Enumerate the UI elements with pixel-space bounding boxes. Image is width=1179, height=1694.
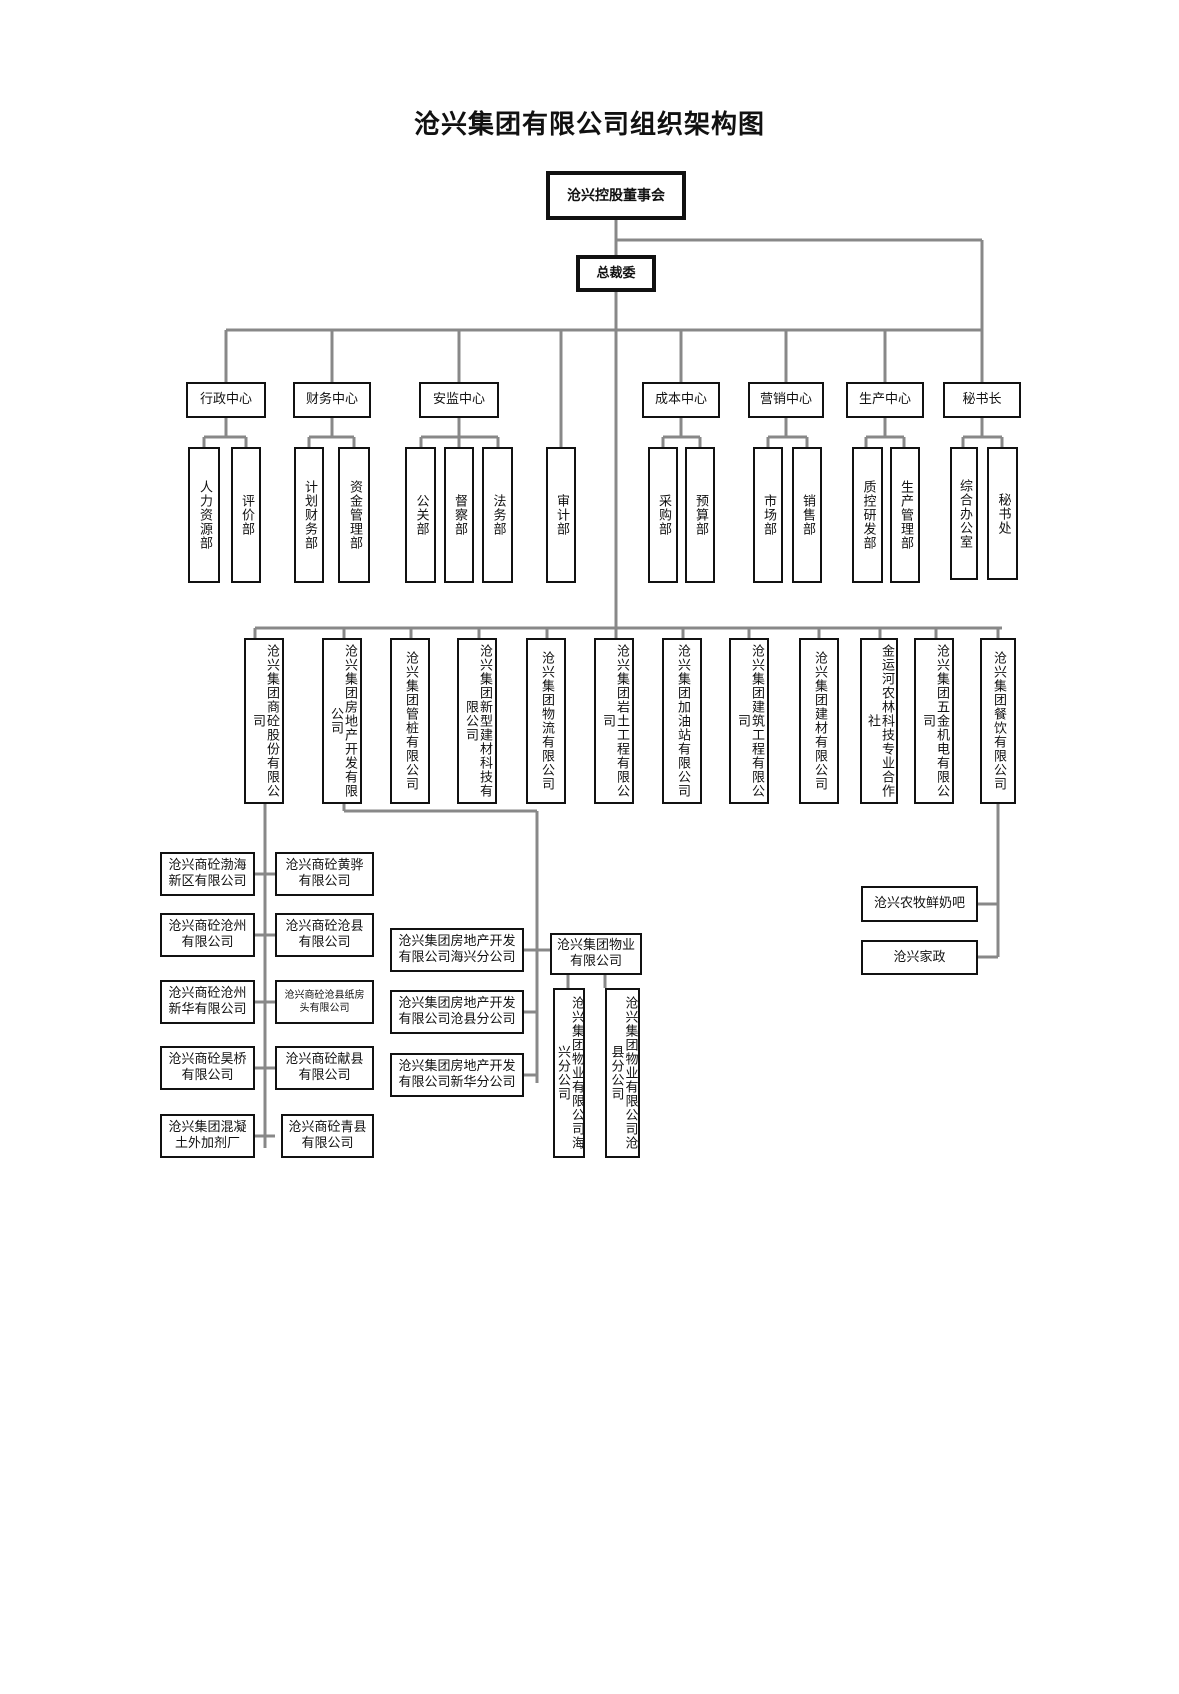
dept-general-office: 综合办公室 [950, 447, 978, 580]
dept-quality-rd: 质控研发部 [852, 447, 883, 583]
concrete-sub-right: 沧兴商砼沧县纸房 头有限公司 [275, 980, 374, 1024]
concrete-sub-left: 沧兴集团混凝 土外加剂厂 [160, 1114, 255, 1158]
company-hardware: 沧兴集团五金机电有限公司 [914, 638, 954, 804]
dept-purchasing: 采购部 [648, 447, 678, 583]
company-logistics: 沧兴集团物流有限公司 [526, 638, 566, 804]
real-estate-branch: 沧兴集团房地产开发 有限公司新华分公司 [390, 1053, 524, 1097]
president-committee: 总裁委 [576, 255, 656, 292]
dept-sales: 销售部 [792, 447, 822, 583]
dept-hr: 人力资源部 [188, 447, 220, 583]
company-new-materials: 沧兴集团新型建材科技有限公司 [457, 638, 497, 804]
center-admin: 行政中心 [186, 382, 266, 418]
center-finance: 财务中心 [293, 382, 371, 418]
secretary-general: 秘书长 [943, 382, 1021, 418]
concrete-sub-left: 沧兴商砼渤海 新区有限公司 [160, 852, 255, 896]
dept-evaluation: 评价部 [231, 447, 261, 583]
company-catering: 沧兴集团餐饮有限公司 [980, 638, 1016, 804]
chart-title: 沧兴集团有限公司组织架构图 [413, 110, 765, 140]
board-of-directors: 沧兴控股董事会 [546, 171, 686, 220]
housekeeping-service: 沧兴家政 [861, 940, 978, 975]
concrete-sub-right: 沧兴商砼青县 有限公司 [281, 1114, 374, 1158]
property-branch-haixing: 沧兴集团物业有限公司海兴分公司 [553, 988, 585, 1158]
real-estate-branch: 沧兴集团房地产开发 有限公司海兴分公司 [390, 928, 524, 972]
company-construction: 沧兴集团建筑工程有限公司 [729, 638, 769, 804]
center-safety: 安监中心 [419, 382, 499, 418]
real-estate-branch: 沧兴集团房地产开发 有限公司沧县分公司 [390, 990, 524, 1034]
center-marketing: 营销中心 [748, 382, 824, 418]
concrete-sub-right: 沧兴商砼献县 有限公司 [275, 1046, 374, 1090]
dept-supervision: 督察部 [444, 447, 474, 583]
concrete-sub-left: 沧兴商砼沧州 有限公司 [160, 913, 255, 957]
concrete-sub-right: 沧兴商砼沧县 有限公司 [275, 913, 374, 957]
company-pipe-pile: 沧兴集团管桩有限公司 [390, 638, 430, 804]
concrete-sub-left: 沧兴商砼沧州 新华有限公司 [160, 980, 255, 1024]
concrete-sub-right: 沧兴商砼黄骅 有限公司 [275, 852, 374, 896]
dept-public-relations: 公关部 [405, 447, 436, 583]
dept-funds-management: 资金管理部 [338, 447, 370, 583]
company-concrete: 沧兴集团商砼股份有限公司 [244, 638, 284, 804]
dept-budget: 预算部 [685, 447, 715, 583]
concrete-sub-left: 沧兴商砼昊桥 有限公司 [160, 1046, 255, 1090]
milk-bar: 沧兴农牧鲜奶吧 [861, 886, 978, 922]
company-agri-cooperative: 金运河农林科技专业合作社 [860, 638, 898, 804]
dept-market: 市场部 [753, 447, 783, 583]
dept-production-management: 生产管理部 [890, 447, 920, 583]
company-gas-station: 沧兴集团加油站有限公司 [662, 638, 702, 804]
dept-secretariat: 秘书处 [987, 447, 1018, 580]
dept-planning-finance: 计划财务部 [294, 447, 324, 583]
property-company: 沧兴集团物业 有限公司 [550, 933, 642, 975]
dept-legal: 法务部 [482, 447, 513, 583]
company-geotechnical: 沧兴集团岩土工程有限公司 [594, 638, 634, 804]
dept-audit: 审计部 [546, 447, 576, 583]
center-production: 生产中心 [846, 382, 924, 418]
center-cost: 成本中心 [642, 382, 720, 418]
property-branch-cangxian: 沧兴集团物业有限公司沧县分公司 [605, 988, 640, 1158]
company-real-estate: 沧兴集团房地产开发有限公司 [322, 638, 362, 804]
company-building-materials: 沧兴集团建材有限公司 [799, 638, 839, 804]
